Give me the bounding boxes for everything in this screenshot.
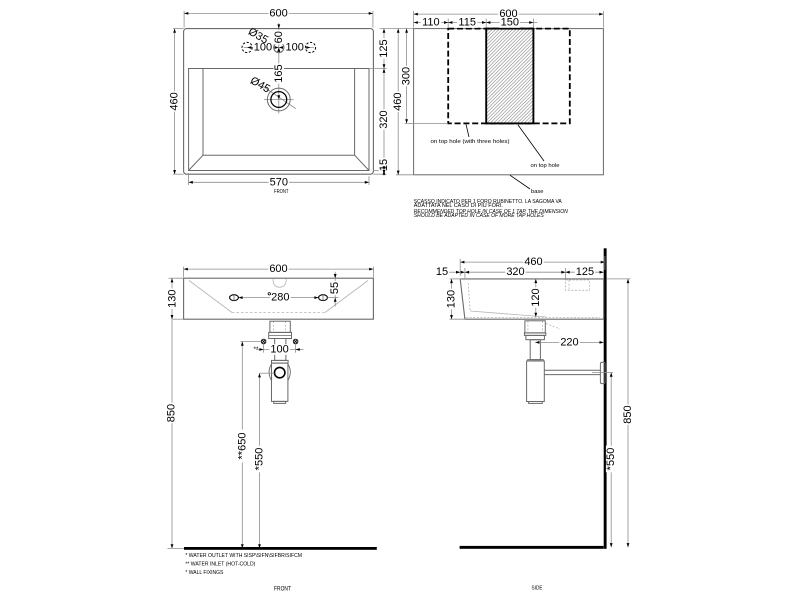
svg-text:570: 570 bbox=[270, 176, 288, 188]
svg-text:**650: **650 bbox=[236, 433, 248, 460]
svg-text:ADATTATA NEL CASO DI PIU FORI.: ADATTATA NEL CASO DI PIU FORI. bbox=[414, 203, 503, 209]
svg-text:600: 600 bbox=[269, 263, 287, 275]
svg-text:** WATER INLET (HOT-COLD): ** WATER INLET (HOT-COLD) bbox=[185, 562, 255, 568]
svg-text:on top hole: on top hole bbox=[531, 163, 560, 169]
svg-text:60: 60 bbox=[273, 31, 285, 43]
svg-text:FRONT: FRONT bbox=[274, 587, 291, 593]
svg-text:SIDE: SIDE bbox=[532, 586, 543, 592]
svg-text:RECOMMENDED TOP HOLE IN CASE O: RECOMMENDED TOP HOLE IN CASE OF 1 TAP. T… bbox=[414, 209, 568, 215]
svg-text:600: 600 bbox=[499, 8, 517, 20]
svg-text:* WALL FIXINGS: * WALL FIXINGS bbox=[185, 570, 223, 576]
svg-text:150: 150 bbox=[501, 17, 519, 29]
svg-text:SCASSO INDICATO PER 1 FORO RUB: SCASSO INDICATO PER 1 FORO RUBINETTO. LA… bbox=[414, 199, 563, 205]
svg-text:**: ** bbox=[254, 346, 260, 353]
svg-text:300: 300 bbox=[401, 67, 413, 85]
svg-text:600: 600 bbox=[269, 7, 287, 19]
svg-text:320: 320 bbox=[506, 266, 524, 278]
svg-text:115: 115 bbox=[458, 17, 476, 29]
svg-text:SHOULD BE ADAPTED IN CASE OF M: SHOULD BE ADAPTED IN CASE OF MORE TAP HO… bbox=[414, 213, 545, 219]
svg-text:460: 460 bbox=[392, 93, 404, 111]
svg-text:on top hole (with three holes): on top hole (with three holes) bbox=[431, 139, 510, 145]
svg-text:165: 165 bbox=[273, 64, 285, 82]
svg-text:15: 15 bbox=[378, 159, 390, 171]
svg-text:110: 110 bbox=[422, 17, 440, 29]
svg-text:130: 130 bbox=[166, 290, 178, 308]
svg-text:100: 100 bbox=[270, 344, 288, 356]
svg-text:320: 320 bbox=[378, 110, 390, 128]
svg-text:220: 220 bbox=[560, 336, 578, 348]
svg-text:*550: *550 bbox=[254, 448, 266, 471]
svg-text:*550: *550 bbox=[605, 448, 617, 471]
svg-text:280: 280 bbox=[271, 292, 289, 304]
svg-text:* WATER OUTLET WITH SISP\SIFN: * WATER OUTLET WITH SISP\SIFN\SIFBR\SIFC… bbox=[185, 553, 302, 559]
svg-text:125: 125 bbox=[378, 39, 390, 57]
svg-text:55: 55 bbox=[329, 282, 341, 294]
svg-text:100: 100 bbox=[286, 42, 304, 54]
svg-text:120: 120 bbox=[530, 288, 542, 306]
svg-text:130: 130 bbox=[446, 290, 458, 308]
svg-text:15: 15 bbox=[436, 266, 448, 278]
svg-text:100: 100 bbox=[254, 42, 272, 54]
svg-text:FRONT: FRONT bbox=[274, 189, 289, 195]
svg-text:base: base bbox=[531, 189, 544, 195]
svg-text:850: 850 bbox=[166, 404, 178, 422]
svg-text:460: 460 bbox=[169, 92, 181, 110]
svg-text:460: 460 bbox=[524, 256, 542, 268]
svg-text:850: 850 bbox=[622, 405, 634, 423]
svg-text:125: 125 bbox=[576, 266, 594, 278]
